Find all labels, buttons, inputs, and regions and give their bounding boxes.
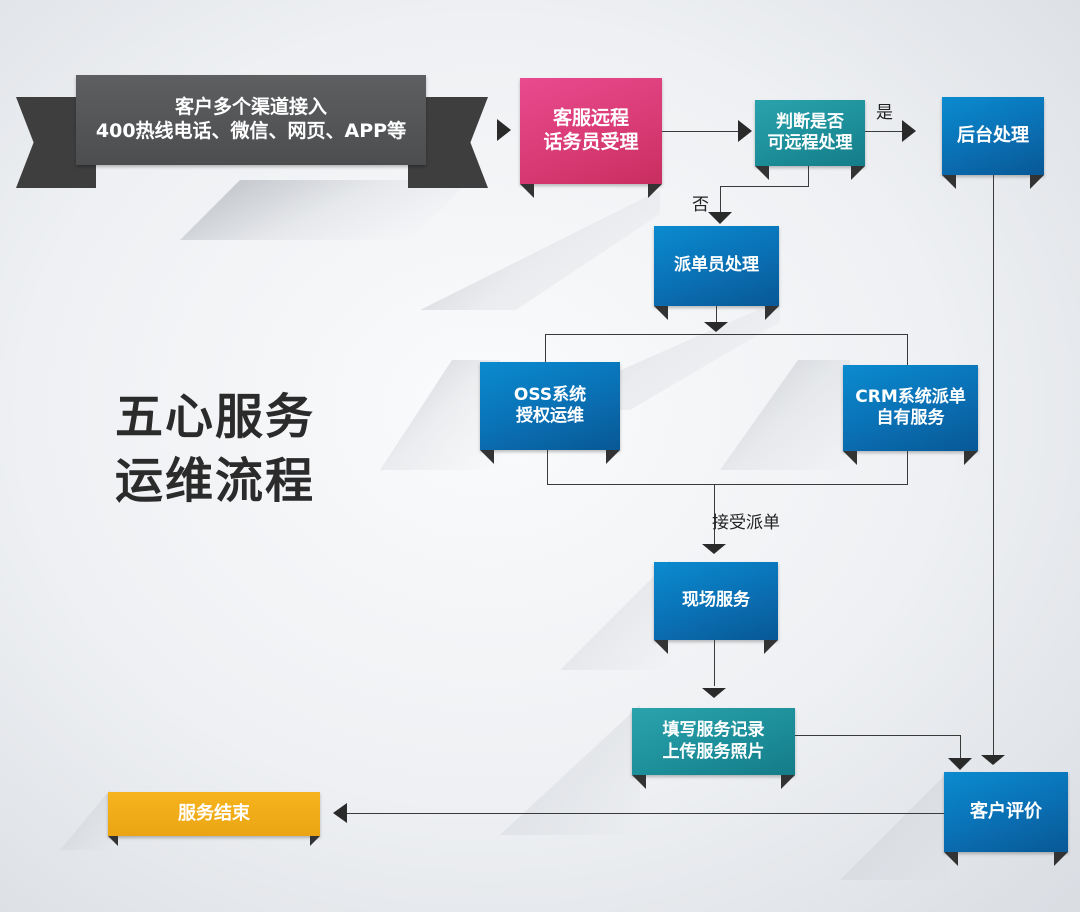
edge-decision-to-backend (865, 131, 905, 132)
node-feedback[interactable]: 客户评价 (944, 772, 1068, 866)
fold-left (520, 184, 534, 198)
arrow-decision-to-backend (902, 120, 916, 142)
shadow-record (500, 705, 640, 835)
node-backend[interactable]: 后台处理 (942, 97, 1044, 189)
fold-left (654, 306, 668, 320)
arrow-entry-to-csr (497, 119, 511, 141)
arrow-dispatcher-split (704, 322, 728, 332)
node-record-label: 填写服务记录 上传服务照片 (662, 720, 765, 762)
fold-right (1054, 852, 1068, 866)
edge-merge-horizontal (547, 484, 908, 485)
node-csr-label: 客服远程 话务员受理 (543, 107, 639, 153)
node-entry-label: 客户多个渠道接入 400热线电话、微信、网页、APP等 (95, 96, 407, 142)
arrow-to-record (702, 688, 726, 698)
fold-left (843, 451, 857, 465)
edge-decision-horizontal (720, 186, 809, 187)
edge-split-horizontal (545, 334, 907, 335)
node-dispatcher[interactable]: 派单员处理 (654, 226, 779, 320)
fold-left (942, 175, 956, 189)
edge-label-accept: 接受派单 (712, 513, 780, 533)
node-crm[interactable]: CRM系统派单 自有服务 (843, 365, 978, 465)
fold-right (764, 640, 778, 654)
arrow-feedback-to-end (333, 803, 347, 823)
fold-right (606, 450, 620, 464)
shadow-crm (720, 360, 850, 470)
edge-to-dispatcher (720, 186, 721, 212)
arrow-backend-to-feedback (981, 755, 1005, 765)
arrow-csr-to-decision (738, 120, 752, 142)
arrow-to-dispatcher (708, 212, 732, 224)
node-feedback-label: 客户评价 (970, 800, 1042, 822)
page-title: 五心服务 运维流程 (115, 385, 315, 513)
fold-left (632, 775, 646, 789)
fold-right (964, 451, 978, 465)
node-dispatcher-label: 派单员处理 (674, 255, 759, 276)
edge-record-to-feedback-h (795, 735, 960, 736)
edge-record-to-feedback-v (960, 735, 961, 759)
arrow-to-onsite (702, 544, 726, 554)
node-entry[interactable]: 客户多个渠道接入 400热线电话、微信、网页、APP等 (76, 75, 426, 165)
edge-backend-to-feedback (993, 175, 994, 755)
edge-label-yes: 是 (876, 103, 893, 123)
node-onsite-label: 现场服务 (682, 590, 750, 611)
fold-right (765, 306, 779, 320)
edge-feedback-to-end (345, 813, 944, 814)
arrow-record-to-feedback (948, 758, 972, 770)
node-backend-label: 后台处理 (957, 124, 1029, 146)
fold-right (648, 184, 662, 198)
fold-right (781, 775, 795, 789)
node-crm-label: CRM系统派单 自有服务 (855, 386, 966, 428)
edge-crm-down (907, 451, 908, 484)
edge-onsite-to-record (714, 640, 715, 686)
node-decision-label: 判断是否 可远程处理 (767, 111, 853, 153)
fold-left (944, 852, 958, 866)
fold-left (755, 166, 769, 180)
edge-merge-to-onsite (714, 484, 715, 544)
node-end-label: 服务结束 (178, 802, 250, 824)
shadow-end (60, 790, 110, 850)
node-decision[interactable]: 判断是否 可远程处理 (755, 100, 865, 180)
node-oss[interactable]: OSS系统 授权运维 (480, 362, 620, 464)
fold-right (851, 166, 865, 180)
edge-oss-down (547, 450, 548, 484)
node-onsite[interactable]: 现场服务 (654, 562, 778, 654)
edge-label-no: 否 (692, 195, 709, 215)
shadow-entry (180, 180, 470, 240)
edge-dispatcher-down (716, 306, 717, 324)
node-record[interactable]: 填写服务记录 上传服务照片 (632, 708, 795, 789)
fold-left (480, 450, 494, 464)
node-csr[interactable]: 客服远程 话务员受理 (520, 78, 662, 198)
fold-right (1030, 175, 1044, 189)
edge-split-to-crm (907, 334, 908, 365)
fold-left (654, 640, 668, 654)
title-line-2: 运维流程 (115, 453, 316, 509)
edge-csr-to-decision (662, 131, 742, 132)
node-oss-label: OSS系统 授权运维 (513, 384, 587, 426)
fold-left (108, 836, 118, 846)
fold-right (310, 836, 320, 846)
shadow-csr (420, 190, 660, 310)
edge-decision-down (808, 166, 809, 186)
edge-split-to-oss (545, 334, 546, 362)
node-end[interactable]: 服务结束 (108, 792, 320, 846)
shadow-feedback (840, 770, 950, 880)
title-line-1: 五心服务 (115, 389, 316, 445)
